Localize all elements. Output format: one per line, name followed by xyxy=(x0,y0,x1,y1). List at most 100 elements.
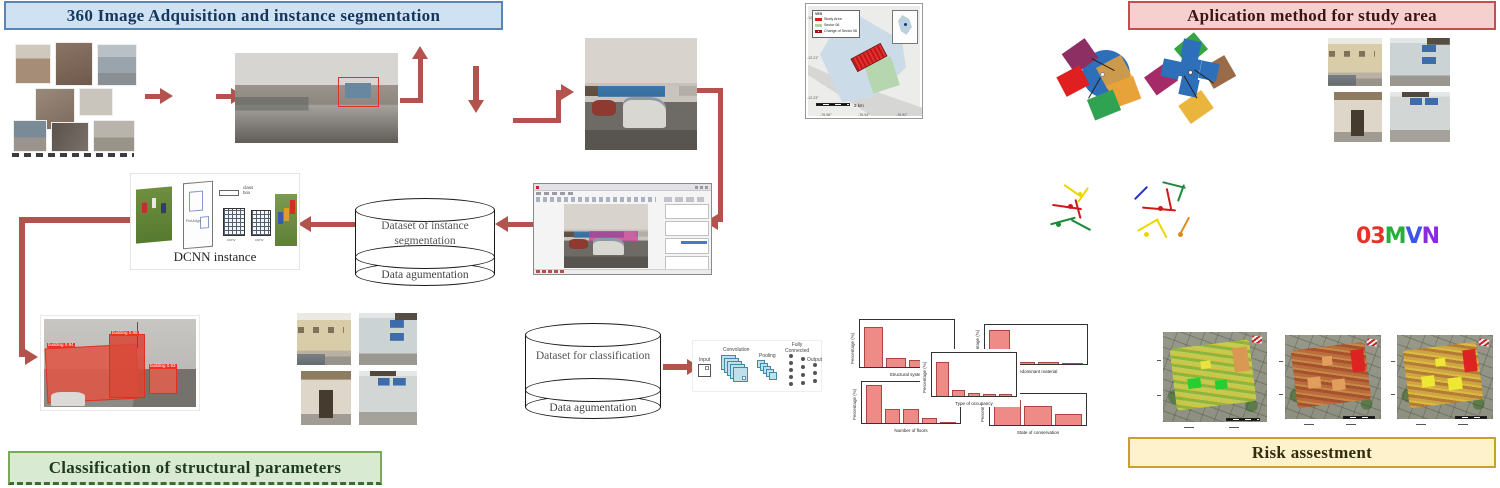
arrow-head xyxy=(561,84,574,100)
building-photo xyxy=(1334,92,1382,142)
highlight-block-yellow xyxy=(1200,360,1212,370)
sampled-photo-grid xyxy=(1328,38,1450,144)
roi-box xyxy=(200,216,209,229)
roialign-label: RoIAlign xyxy=(186,218,202,223)
app-icon xyxy=(536,186,539,189)
north-flag-icon xyxy=(1250,334,1264,345)
arrow-elbow-right-line xyxy=(556,90,561,122)
section-title-classification-label: Classification of structural parameters xyxy=(48,457,342,477)
pose-graph-2 xyxy=(1128,180,1192,250)
arrow-head xyxy=(468,100,484,113)
photo-tile xyxy=(15,44,51,84)
x-axis-label: State of conservation xyxy=(1016,430,1060,435)
output-node xyxy=(813,379,817,383)
chart-type-of-occupancy: Percentage (%) Type of occupancy xyxy=(920,349,1020,407)
arrow-photo-to-tool-line xyxy=(697,88,723,93)
chart-bar xyxy=(983,393,997,396)
x-axis-label: Predominant material xyxy=(1014,369,1058,374)
mask-blob xyxy=(278,212,283,224)
risk-map-orange xyxy=(1277,333,1383,427)
arrow-dcnn-to-result-line xyxy=(19,217,25,357)
status-bar xyxy=(534,269,711,274)
edge-orange xyxy=(1179,216,1191,234)
building-photo xyxy=(301,371,351,425)
legend-swatch xyxy=(815,23,822,27)
axis-tick xyxy=(1157,395,1161,396)
axis-tick xyxy=(1457,424,1468,425)
fc-node xyxy=(789,382,793,386)
map-scale-bar xyxy=(816,103,850,106)
detection-label: building 0.93 xyxy=(149,363,177,369)
chart-bar xyxy=(999,394,1012,396)
cylinder-top xyxy=(525,323,661,347)
camera-point xyxy=(1188,70,1193,75)
map-scale-bar xyxy=(1342,415,1375,419)
parcel-zone xyxy=(1402,341,1484,409)
chart-number-of-floors: Percentage (%) Number of floors xyxy=(850,378,964,434)
arrow-dataset-to-dcnn xyxy=(311,222,355,227)
figure-blob xyxy=(152,197,156,209)
mask-blob xyxy=(290,200,295,214)
dcnn-caption: DCNN instance xyxy=(173,249,257,264)
car-shape xyxy=(569,239,588,249)
highlight-block-orange xyxy=(1307,376,1322,390)
figure-blob xyxy=(161,202,166,214)
building-photo xyxy=(1390,92,1450,142)
output-node xyxy=(813,363,817,367)
kernel-square xyxy=(742,376,746,380)
arrow-mosaic-to-panorama xyxy=(145,94,161,99)
axis-tick xyxy=(1279,361,1283,363)
cnn-diagram: Input Convolution Pooling Fully Connecte… xyxy=(692,340,822,392)
legend-swatch xyxy=(815,17,822,21)
dcnn-output-image xyxy=(275,194,297,246)
car-shape xyxy=(51,392,85,406)
cylinder-seam xyxy=(525,378,661,402)
building-photo xyxy=(1328,38,1382,86)
dataset-classification-cylinder: Dataset for classification Data agumenta… xyxy=(525,323,661,419)
detection-rectangle xyxy=(338,77,379,107)
panorama-image xyxy=(235,53,398,143)
highlight-block-orange xyxy=(1321,356,1333,367)
van-shape xyxy=(592,237,625,256)
legend-row: Study Area xyxy=(815,16,857,22)
chart-bar xyxy=(1024,405,1052,425)
node-dot xyxy=(1144,232,1149,237)
detection-label: building 0.94 xyxy=(47,342,75,348)
toolbar-dropdowns xyxy=(664,197,704,202)
pool-layer xyxy=(769,372,777,380)
blue-cross-square xyxy=(1160,58,1182,80)
arrow-head xyxy=(495,216,508,232)
chart-bar xyxy=(884,408,901,423)
axis-tick xyxy=(1157,360,1161,361)
building-mask xyxy=(149,368,177,394)
edge-blue xyxy=(1133,185,1149,201)
highlight-block-yellow xyxy=(1420,375,1436,388)
fc-node xyxy=(789,354,793,358)
map-scale-bar xyxy=(1454,415,1487,419)
map-inset xyxy=(892,10,918,44)
arrow-dcnn-to-result-line xyxy=(22,217,130,223)
fc-node xyxy=(801,357,805,361)
kernel-square xyxy=(705,366,709,370)
building-photo xyxy=(1390,38,1450,86)
chart-bar xyxy=(951,390,965,396)
logo-letter: N xyxy=(1421,224,1440,249)
arrow-elbow-up-line xyxy=(400,98,423,103)
photo-tile xyxy=(79,88,113,116)
figure-blob xyxy=(142,202,147,214)
fc-node xyxy=(789,375,793,379)
building-photo-mosaic xyxy=(10,40,141,154)
blue-cross-square xyxy=(1180,38,1202,60)
street-view-photo xyxy=(585,38,697,150)
study-area-map: VES Study Area Sector 06 Change of Secto… xyxy=(805,3,923,119)
chart-plot-area xyxy=(931,352,1017,397)
inset-marker xyxy=(904,23,907,26)
arrow-head xyxy=(160,88,173,104)
window-titlebar xyxy=(534,184,711,191)
arrow-tool-to-dataset xyxy=(508,222,533,227)
section-title-risk: Risk assestment xyxy=(1128,437,1496,468)
logo-letter: 0 xyxy=(1356,224,1371,249)
node-dot xyxy=(1178,232,1183,237)
axis-tick xyxy=(1391,394,1395,396)
logo-letter: V xyxy=(1405,224,1423,249)
